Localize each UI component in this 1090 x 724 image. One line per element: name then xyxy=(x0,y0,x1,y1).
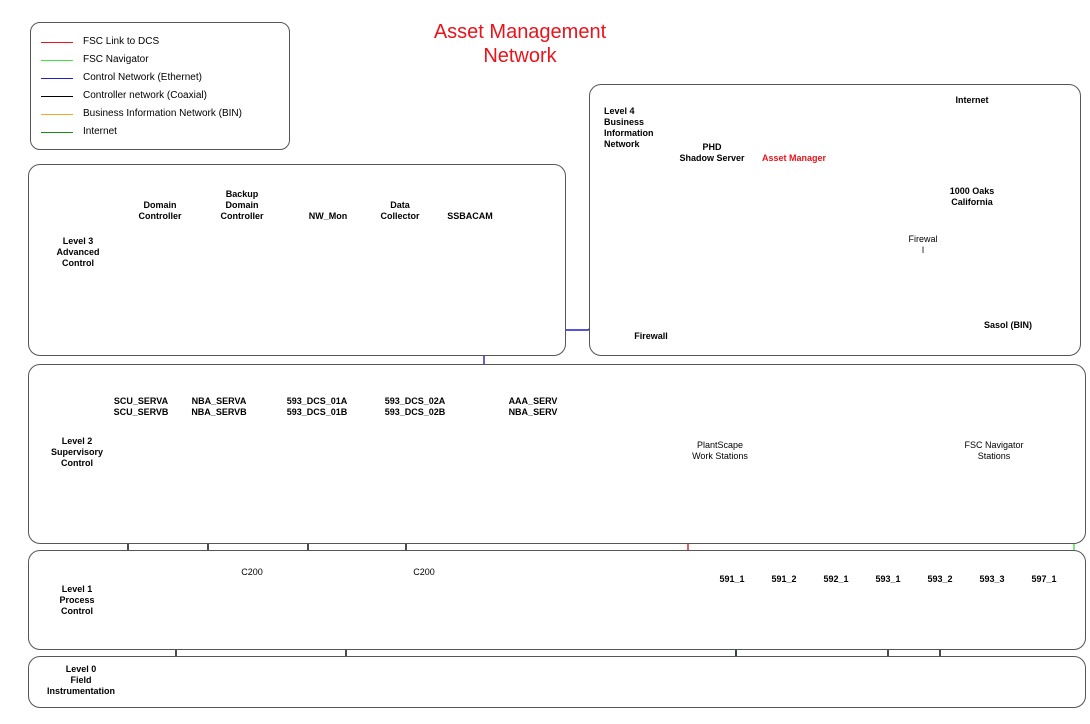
fsc-cabinet-label: 593_3 xyxy=(979,574,1005,584)
fsc-cabinet-label: 593_1 xyxy=(875,574,901,584)
c200-label: C200 xyxy=(413,567,435,577)
level0-box xyxy=(28,656,1086,708)
level2-box xyxy=(28,364,1086,544)
fsc-cabinet-label: 593_2 xyxy=(927,574,953,584)
legend-swatch xyxy=(41,78,73,79)
fsc-cabinet-label: 591_2 xyxy=(771,574,797,584)
title-line-1: Asset Management xyxy=(433,21,607,43)
legend-swatch xyxy=(41,132,73,133)
c200-label: C200 xyxy=(241,567,263,577)
legend-swatch xyxy=(41,42,73,43)
legend-label: Control Network (Ethernet) xyxy=(83,72,202,83)
legend-label: Controller network (Coaxial) xyxy=(83,90,207,101)
level3-box xyxy=(28,164,566,356)
internet-label: Internet xyxy=(955,95,989,105)
diagram-title: Asset Management Network xyxy=(400,20,640,68)
fsc-cabinet-label: 591_1 xyxy=(719,574,745,584)
legend-label: FSC Navigator xyxy=(83,54,149,65)
sasol-label: Sasol (BIN) xyxy=(983,320,1032,330)
legend-swatch xyxy=(41,96,73,97)
legend-swatch xyxy=(41,60,73,61)
level4-server-label: Asset Manager xyxy=(761,153,827,163)
legend-label: Business Information Network (BIN) xyxy=(83,108,242,119)
level1-box xyxy=(28,550,1086,650)
level3-server-label: NW_Mon xyxy=(308,211,348,221)
level3-server-label: SSBACAM xyxy=(447,211,493,221)
legend-label: FSC Link to DCS xyxy=(83,36,160,47)
fsc-cabinet-label: 597_1 xyxy=(1031,574,1057,584)
fsc-cabinet-label: 592_1 xyxy=(823,574,849,584)
firewall-label: Firewall xyxy=(634,331,668,341)
legend-label: Internet xyxy=(83,126,117,137)
level4-box xyxy=(589,84,1081,356)
title-line-2: Network xyxy=(483,45,557,67)
legend-swatch xyxy=(41,114,73,115)
